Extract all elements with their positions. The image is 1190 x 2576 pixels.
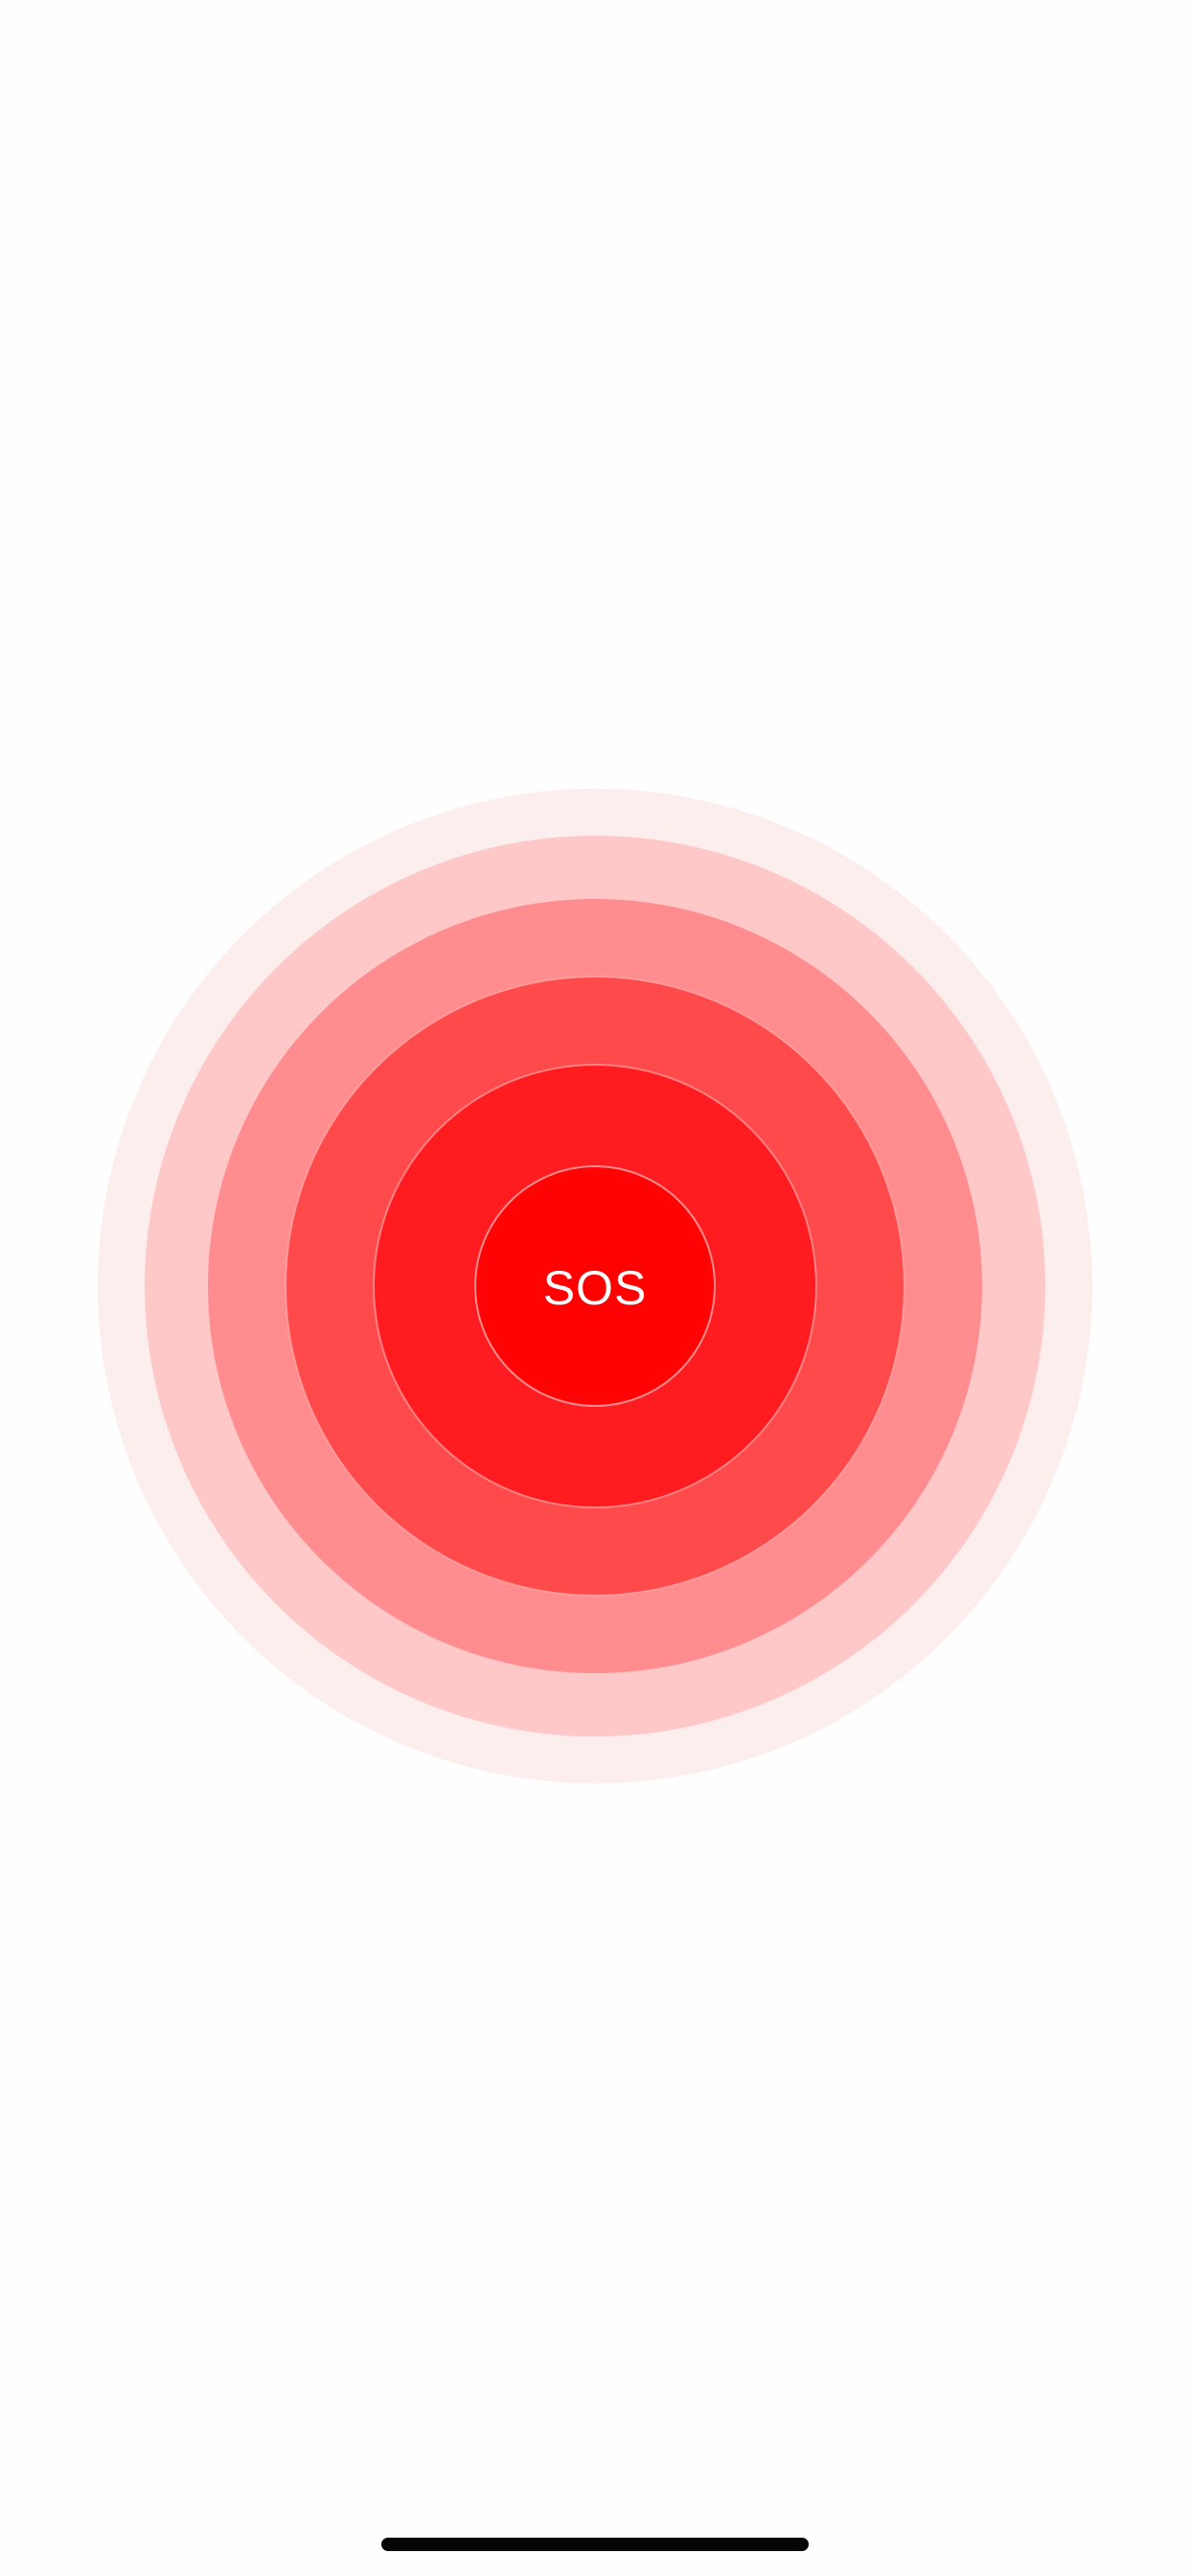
sos-label: SOS [542, 1261, 648, 1315]
sos-button[interactable]: SOS [474, 1165, 716, 1407]
home-indicator[interactable] [381, 2538, 809, 2551]
